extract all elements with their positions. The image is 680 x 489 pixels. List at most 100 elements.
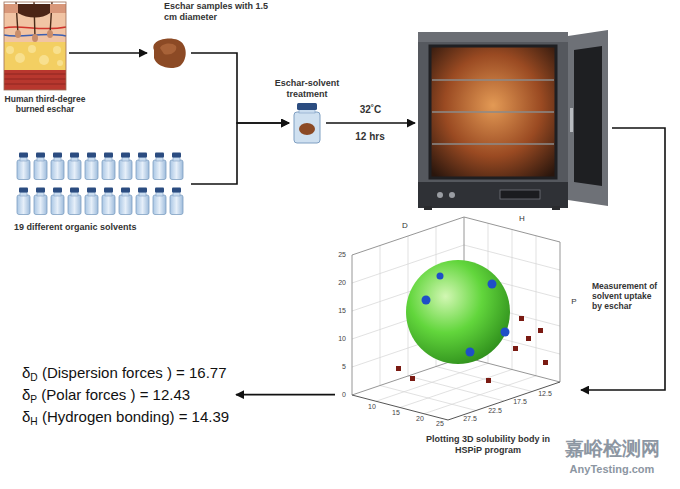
treatment-vial-node: Eschar-solvent treatment [292, 103, 322, 143]
picture-caption: 19 different organic solvents [14, 222, 186, 233]
solubility-plot [410, 376, 415, 381]
solvent-vials [17, 153, 183, 215]
solvent-vials [170, 188, 183, 215]
axis-tick: 22.5 [488, 407, 502, 415]
axis-name: P [571, 297, 576, 307]
treatment-vial [297, 103, 317, 110]
axis-tick: 5 [342, 363, 346, 371]
condition-label: 12 hrs [355, 131, 384, 143]
oven-picture [418, 30, 608, 210]
solvent-vials [136, 188, 149, 215]
axis-tick: 20 [416, 415, 424, 423]
solubility-plot [519, 316, 524, 321]
flow-arrow [581, 128, 665, 390]
solubility-plot [486, 378, 491, 383]
axis-tick: 10 [368, 403, 376, 411]
picture-caption: Eschar-solvent treatment [258, 78, 356, 100]
oven-picture [500, 190, 540, 199]
oven-picture [430, 46, 556, 178]
axis-tick: 10 [338, 335, 346, 343]
solvent-vials [153, 153, 166, 180]
flow-arrow [326, 122, 415, 124]
solvent-vials [34, 153, 47, 180]
solubility-plot [352, 217, 560, 420]
solvent-vials [51, 188, 64, 215]
flow-arrow [191, 53, 289, 123]
solvent-vials [34, 188, 47, 215]
burned-skin-illustration [4, 74, 66, 84]
solvent-vials [136, 153, 149, 180]
solvent-vials [153, 188, 166, 215]
solvent-vials [102, 153, 115, 180]
symbol: δ [22, 364, 30, 381]
axis-name: H [519, 214, 525, 224]
solubility-plot [437, 273, 444, 280]
axis-tick: 25 [338, 251, 346, 259]
axis-tick: 15 [392, 409, 400, 417]
axis-tick: 27.5 [463, 415, 477, 423]
solvent-vials [102, 188, 115, 215]
eschar-sample-blob [160, 44, 176, 55]
burned-skin-illustration [16, 2, 52, 38]
oven-picture [568, 30, 608, 206]
burned-skin-illustration [57, 60, 63, 66]
value-text: (Dispersion forces ) = 16.77 [38, 364, 227, 381]
skin-picture-node: Human third-degree burned eschar [4, 2, 66, 90]
burned-skin-illustration [53, 46, 61, 54]
oven-picture [418, 32, 568, 208]
solvent-vials [170, 153, 183, 180]
flow-arrow [236, 394, 335, 396]
burned-skin-illustration [15, 30, 21, 38]
edge-label: Measurement of solvent uptake by eschar [590, 281, 664, 312]
burned-skin-illustration [47, 30, 53, 38]
solubility-plot [543, 360, 548, 365]
oven-node [418, 30, 610, 210]
solvent-vials [85, 188, 98, 215]
solvent-vials [17, 153, 30, 180]
axis-name: D [402, 221, 408, 231]
oven-picture [449, 192, 455, 198]
axis-tick: 17.5 [513, 398, 527, 406]
picture-caption: Eschar samples with 1.5 cm diameter [164, 1, 276, 23]
flow-arrow [191, 123, 289, 184]
result-line: δH (Hydrogen bonding) = 14.39 [22, 406, 229, 428]
result-block: δD (Dispersion forces ) = 16.77δP (Polar… [18, 360, 233, 429]
burned-skin-illustration [28, 45, 36, 53]
solubility-plot [422, 296, 431, 305]
solubility-plot [501, 328, 510, 337]
burned-skin-illustration [18, 4, 50, 18]
treatment-vial [299, 123, 315, 135]
treatment-vial [294, 112, 320, 143]
oven-picture [570, 108, 573, 132]
burned-skin-illustration [4, 2, 66, 90]
watermark: AnyTesting.com [570, 463, 655, 476]
eschar-sample-blob [153, 38, 185, 68]
result-line: δD (Dispersion forces ) = 16.77 [22, 362, 229, 384]
result-line: δP (Polar forces ) = 12.43 [22, 384, 229, 406]
solubility-plot [352, 382, 560, 420]
solvent-vials [17, 188, 30, 215]
burned-skin-illustration [6, 46, 14, 54]
solubility-plot [352, 217, 560, 395]
axis-tick: 15 [338, 307, 346, 315]
solvent-vials [119, 153, 132, 180]
solubility-plot [513, 346, 518, 351]
solubility-plot [538, 328, 543, 333]
flow-arrow [69, 52, 147, 54]
subscript: P [30, 394, 37, 405]
burned-skin-illustration [4, 42, 66, 70]
solubility-plot [466, 348, 475, 357]
sample-node: Eschar samples with 1.5 cm diameter [150, 38, 188, 68]
solubility-plot [396, 366, 401, 371]
picture-caption: Human third-degree burned eschar [2, 94, 88, 114]
burned-skin-illustration [4, 2, 66, 90]
value-text: (Polar forces ) = 12.43 [37, 386, 190, 403]
value-text: (Hydrogen bonding) = 14.39 [38, 408, 229, 425]
burned-skin-illustration [39, 55, 49, 65]
solvent-vials [51, 153, 64, 180]
oven-picture [552, 206, 560, 210]
eschar-sample-blob [153, 38, 185, 68]
axis-tick: 0 [342, 391, 346, 399]
symbol: δ [22, 386, 30, 403]
